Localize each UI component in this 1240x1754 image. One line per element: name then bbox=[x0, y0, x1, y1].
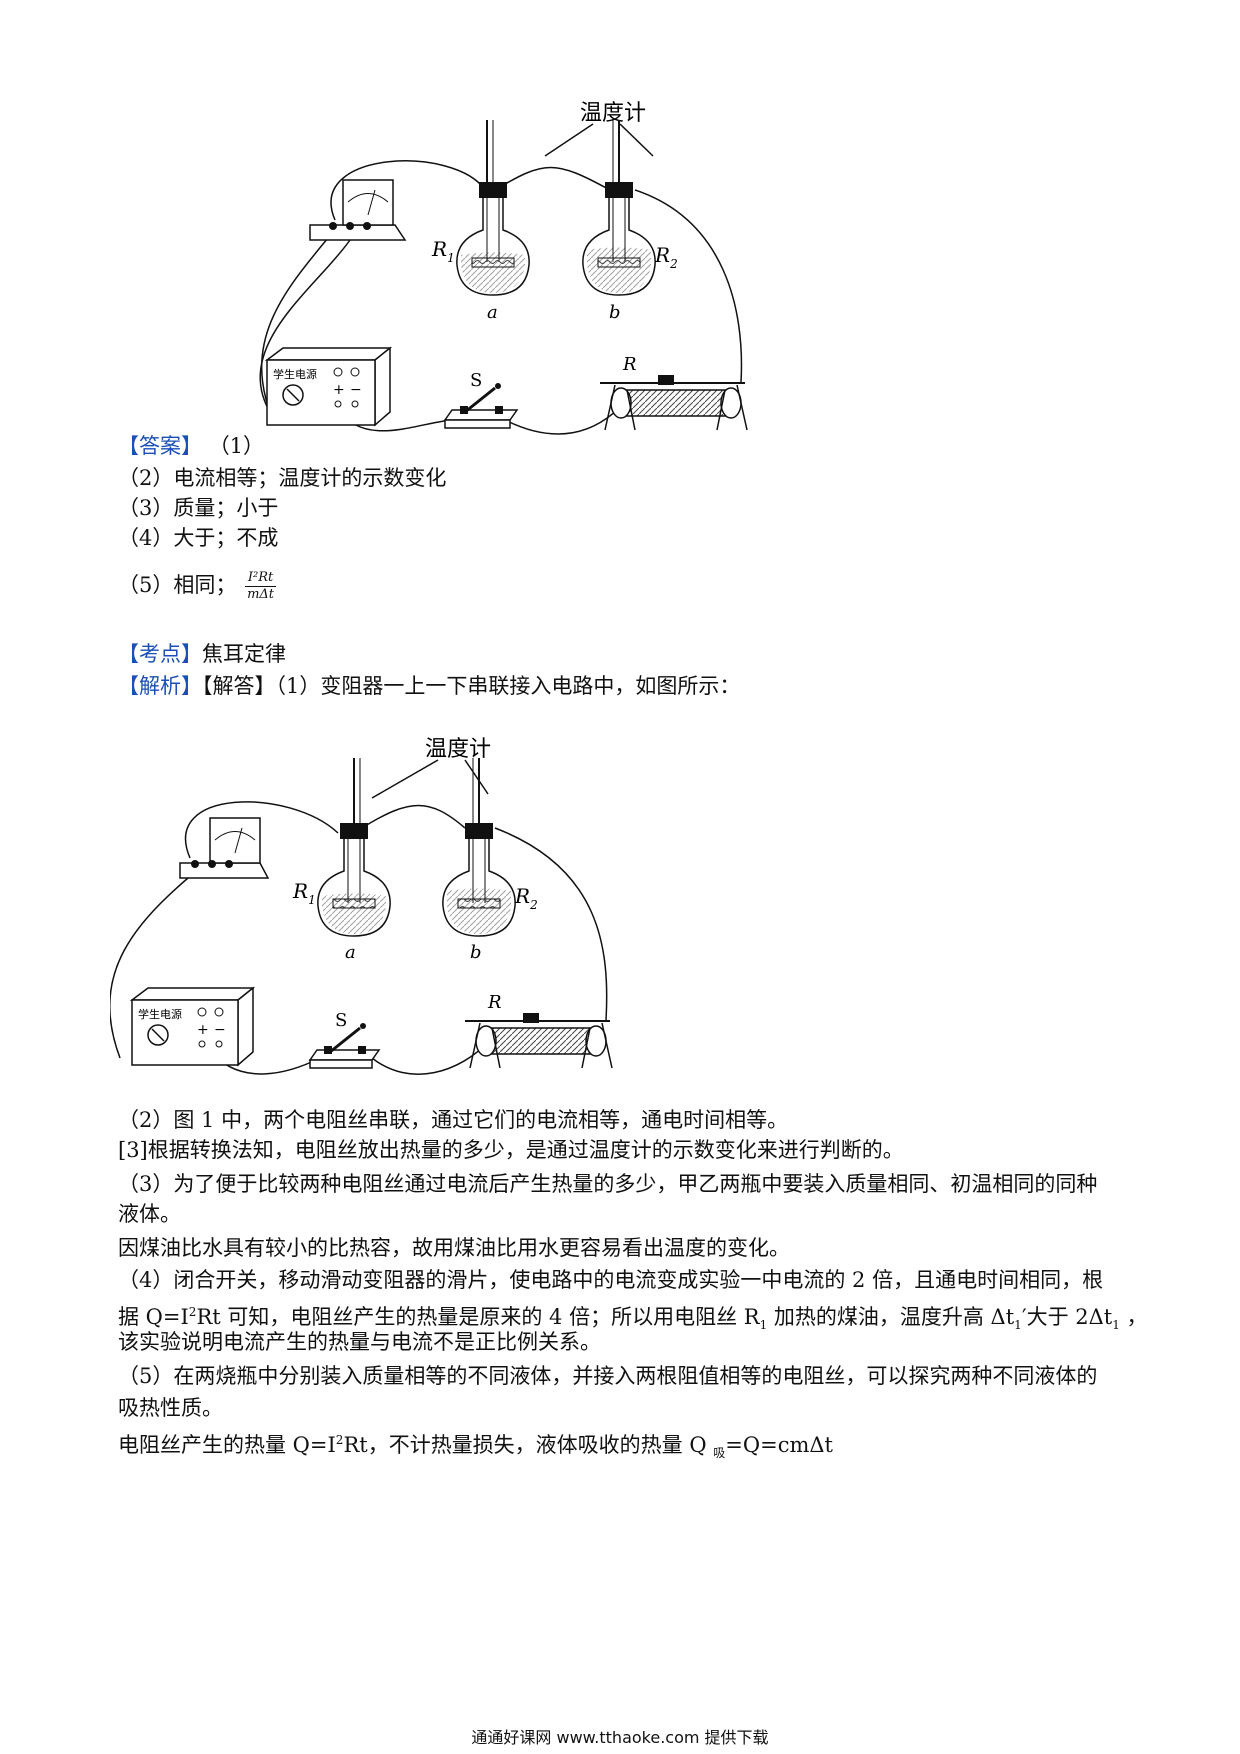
p5b-part-4: ′大于 2Δt bbox=[1021, 1305, 1113, 1329]
switch: S bbox=[443, 370, 519, 429]
minus-sign-2: − bbox=[214, 1022, 226, 1038]
rheostat-2: R bbox=[465, 992, 613, 1069]
kaodian-line: 【考点】焦耳定律 bbox=[118, 640, 286, 668]
footer: 通通好课网 www.tthaoke.com 提供下载 bbox=[471, 1728, 769, 1747]
flask-b-label: b bbox=[609, 302, 621, 323]
answer-item-3: （3）质量；小于 bbox=[118, 496, 279, 520]
jiexi-tag: 【解析】 bbox=[118, 674, 202, 698]
p5b-part-3: 加热的煤油，温度升高 Δt bbox=[767, 1305, 1015, 1329]
kaodian-text: 焦耳定律 bbox=[202, 642, 286, 666]
answer-heading-line: 【答案】 （1） bbox=[118, 432, 264, 460]
flask-a-label: a bbox=[487, 302, 498, 323]
fraction-denominator: mΔt bbox=[247, 587, 275, 602]
p7-sup: 2 bbox=[335, 1433, 344, 1447]
r1-label: R1 bbox=[431, 237, 455, 265]
body-para-2: [3]根据转换法知，电阻丝放出热量的多少，是通过温度计的示数变化来进行判断的。 bbox=[118, 1138, 904, 1162]
plus-sign-2: + bbox=[197, 1022, 209, 1038]
answer-fraction: I²Rt mΔt bbox=[245, 570, 277, 603]
body-para-6a: （5）在两烧瓶中分别装入质量相等的不同液体，并接入两根阻值相等的电阻丝，可以探究… bbox=[118, 1364, 1098, 1388]
flask-b-label-2: b bbox=[470, 942, 482, 963]
circuit-figure-2: 温度计 R1 a R2 b bbox=[110, 737, 613, 1075]
galvanometer bbox=[309, 179, 407, 241]
power-supply-label: 学生电源 bbox=[273, 367, 317, 381]
p5b-part-2: Rt 可知，电阻丝产生的热量是原来的 4 倍；所以用电阻丝 R bbox=[196, 1305, 760, 1329]
jiexi-line: 【解析】【解答】（1）变阻器一上一下串联接入电路中，如图所示： bbox=[118, 672, 740, 700]
flask-b: R2 b bbox=[582, 120, 678, 323]
r1-label-2: R1 bbox=[292, 879, 316, 907]
flask-a-2: R1 a bbox=[292, 758, 391, 963]
switch-label-2: S bbox=[335, 1010, 347, 1031]
answer-item-4: （4）大于；不成 bbox=[118, 526, 279, 550]
rheostat: R bbox=[600, 354, 748, 431]
body-para-1: （2）图 1 中，两个电阻丝串联，通过它们的电流相等，通电时间相等。 bbox=[118, 1108, 789, 1132]
body-para-7: 电阻丝产生的热量 Q=I2Rt，不计热量损失，液体吸收的热量 Q 吸=Q=cmΔ… bbox=[118, 1426, 833, 1467]
circuit-figure-1: 温度计 R1 a bbox=[259, 101, 748, 435]
p7-part-2: Rt，不计热量损失，液体吸收的热量 Q bbox=[343, 1433, 714, 1457]
answer-item-1: （1） bbox=[208, 434, 265, 458]
p5b-sub-1: 1 bbox=[759, 1318, 768, 1333]
r2-label-2: R2 bbox=[514, 884, 538, 912]
p7-part-1: 电阻丝产生的热量 Q=I bbox=[118, 1433, 336, 1457]
answer-item-5: （5）相同； I²Rt mΔt bbox=[118, 570, 277, 603]
galvanometer-2 bbox=[179, 817, 270, 879]
minus-sign: − bbox=[350, 382, 362, 398]
plus-sign: + bbox=[333, 382, 345, 398]
p7-part-3: =Q=cmΔt bbox=[725, 1433, 833, 1457]
kaodian-tag: 【考点】 bbox=[118, 642, 202, 666]
body-para-5b: 据 Q=I2Rt 可知，电阻丝产生的热量是原来的 4 倍；所以用电阻丝 R1 加… bbox=[118, 1298, 1148, 1339]
p5b-part-1: 据 Q=I bbox=[118, 1305, 189, 1329]
thermometer-label-2: 温度计 bbox=[425, 737, 491, 762]
p5b-sub-3: 1 bbox=[1112, 1318, 1120, 1333]
answer-tag: 【答案】 bbox=[118, 434, 202, 458]
p5b-part-5: ， bbox=[1119, 1305, 1148, 1329]
flask-a-label-2: a bbox=[345, 942, 356, 963]
answer-item-2: （2）电流相等；温度计的示数变化 bbox=[118, 466, 447, 490]
flask-a: R1 a bbox=[431, 120, 530, 323]
p5b-sup: 2 bbox=[188, 1305, 197, 1319]
body-para-5a: （4）闭合开关，移动滑动变阻器的滑片，使电路中的电流变成实验一中电流的 2 倍，… bbox=[118, 1268, 1104, 1292]
power-supply: 学生电源 + − bbox=[264, 346, 393, 427]
jiexi-text: 【解答】（1）变阻器一上一下串联接入电路中，如图所示： bbox=[202, 674, 741, 698]
power-supply-label-2: 学生电源 bbox=[138, 1007, 182, 1021]
rheostat-label: R bbox=[622, 354, 637, 375]
rheostat-label-2: R bbox=[487, 992, 502, 1013]
body-para-3a: （3）为了便于比较两种电阻丝通过电流后产生热量的多少，甲乙两瓶中要装入质量相同、… bbox=[118, 1172, 1098, 1196]
body-para-5c: 该实验说明电流产生的热量与电流不是正比例关系。 bbox=[118, 1330, 601, 1354]
body-para-6b: 吸热性质。 bbox=[118, 1396, 223, 1420]
p5b-sub-2: 1 bbox=[1014, 1318, 1022, 1333]
p7-sub: 吸 bbox=[713, 1446, 726, 1461]
power-supply-2: 学生电源 + − bbox=[129, 986, 256, 1067]
switch-2: S bbox=[308, 1010, 381, 1069]
flask-b-2: R2 b bbox=[442, 758, 538, 963]
r2-label: R2 bbox=[654, 243, 678, 271]
switch-label: S bbox=[470, 370, 482, 391]
body-para-4: 因煤油比水具有较小的比热容，故用煤油比用水更容易看出温度的变化。 bbox=[118, 1236, 790, 1260]
body-para-3b: 液体。 bbox=[118, 1202, 181, 1226]
answer-item-5-prefix: （5）相同； bbox=[118, 573, 237, 597]
fraction-numerator: I²Rt bbox=[245, 570, 277, 587]
